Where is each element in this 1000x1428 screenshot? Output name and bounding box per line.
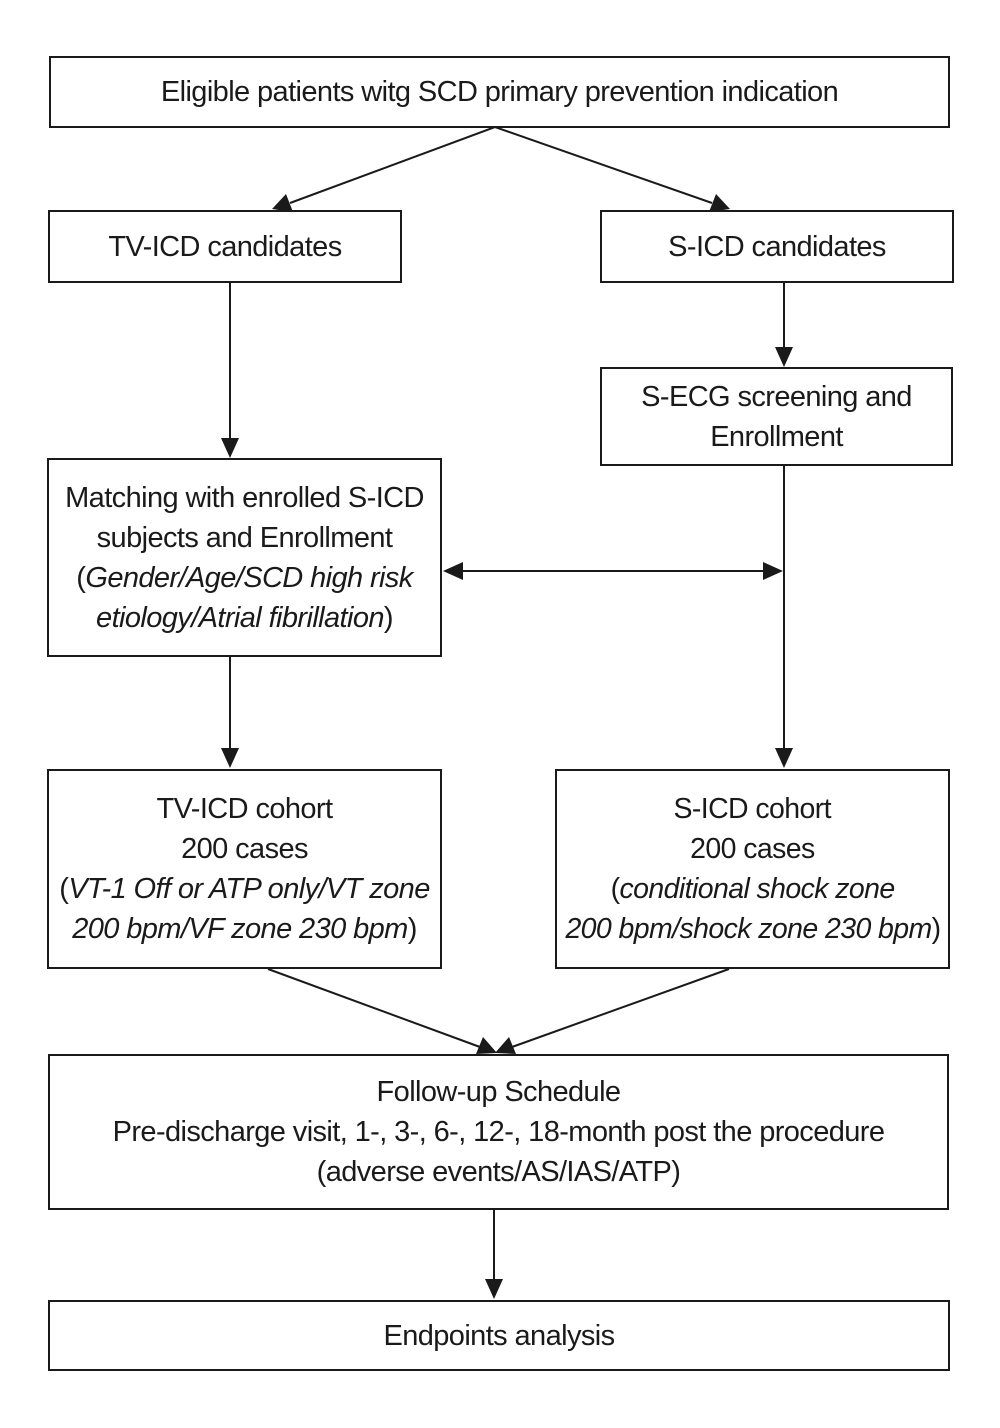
matching-criteria-2: etiology/Atrial fibrillation <box>96 601 384 634</box>
followup-line-1: Follow-up Schedule <box>376 1076 622 1108</box>
s-cohort-line-2: 200 cases <box>690 833 815 865</box>
tv-icd-cohort-box: TV-ICD cohort 200 cases (VT-1 Off or ATP… <box>47 769 442 969</box>
arrow-tv-cohort-to-followup <box>267 968 497 1054</box>
arrow-s-ecg-to-s-cohort <box>775 466 793 768</box>
matching-line-4: etiology/Atrial fibrillation) <box>96 598 394 638</box>
tv-cohort-line-2: 200 cases <box>181 833 308 865</box>
tv-cohort-line-3: (VT-1 Off or ATP only/VT zone <box>59 869 430 909</box>
s-ecg-line-2: Enrollment <box>710 420 843 453</box>
s-cohort-settings-2: 200 bpm/shock zone 230 bpm <box>564 913 932 945</box>
matching-line-1: Matching with enrolled S-ICD <box>65 481 424 514</box>
s-ecg-screening-box: S-ECG screening and Enrollment <box>600 367 953 466</box>
followup-line-3: (adverse events/AS/IAS/ATP) <box>316 1156 681 1188</box>
arrow-eligible-to-s-candidates <box>494 126 730 212</box>
arrow-followup-to-endpoints <box>485 1210 503 1299</box>
s-cohort-line-3: (conditional shock zone <box>610 869 895 909</box>
followup-line-2: Pre-discharge visit, 1-, 3-, 6-, 12-, 18… <box>112 1116 885 1148</box>
arrow-matching-bidirectional <box>443 562 783 580</box>
s-cohort-open-paren: ( <box>610 873 620 905</box>
matching-enrollment-box: Matching with enrolled S-ICD subjects an… <box>47 458 442 657</box>
arrow-tv-candidates-to-matching <box>221 283 239 458</box>
tv-icd-candidates-box: TV-ICD candidates <box>48 210 402 283</box>
tv-cohort-line-4: 200 bpm/VF zone 230 bpm) <box>72 909 417 949</box>
matching-criteria-1: Gender/Age/SCD high risk <box>85 561 413 594</box>
arrow-matching-to-tv-cohort <box>221 657 239 768</box>
matching-close-paren: ) <box>383 601 394 634</box>
s-ecg-line-1: S-ECG screening and <box>641 380 912 413</box>
tv-icd-candidates-text: TV-ICD candidates <box>108 230 342 263</box>
tv-cohort-line-1: TV-ICD cohort <box>156 793 334 825</box>
matching-line-2: subjects and Enrollment <box>96 521 393 554</box>
endpoints-analysis-box: Endpoints analysis <box>48 1300 950 1371</box>
s-cohort-line-4: 200 bpm/shock zone 230 bpm) <box>564 909 941 949</box>
eligible-patients-text: Eligible patients witg SCD primary preve… <box>160 76 839 108</box>
tv-cohort-open-paren: ( <box>59 873 69 905</box>
s-icd-candidates-text: S-ICD candidates <box>668 230 886 263</box>
follow-up-schedule-box: Follow-up Schedule Pre-discharge visit, … <box>48 1054 949 1210</box>
endpoints-text: Endpoints analysis <box>383 1319 615 1352</box>
s-icd-candidates-box: S-ICD candidates <box>600 210 954 283</box>
eligible-patients-box: Eligible patients witg SCD primary preve… <box>49 56 950 128</box>
s-cohort-close-paren: ) <box>931 913 941 945</box>
s-cohort-line-1: S-ICD cohort <box>673 793 832 825</box>
matching-open-paren: ( <box>76 561 86 594</box>
matching-line-3: (Gender/Age/SCD high risk <box>76 558 413 598</box>
arrow-eligible-to-tv-candidates <box>272 126 496 212</box>
tv-cohort-settings-1: VT-1 Off or ATP only/VT zone <box>68 873 430 905</box>
s-icd-cohort-box: S-ICD cohort 200 cases (conditional shoc… <box>555 769 950 969</box>
arrow-s-cohort-to-followup <box>495 968 730 1054</box>
tv-cohort-settings-2: 200 bpm/VF zone 230 bpm <box>72 913 408 945</box>
s-cohort-settings-1: conditional shock zone <box>619 873 895 905</box>
tv-cohort-close-paren: ) <box>407 913 418 945</box>
arrow-s-candidates-to-s-ecg <box>775 283 793 367</box>
